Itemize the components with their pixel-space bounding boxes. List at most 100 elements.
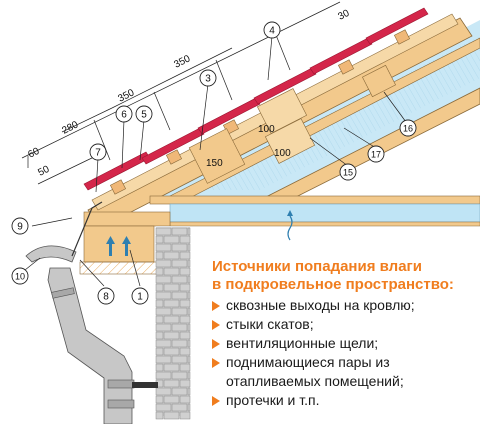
vapour-arrowhead bbox=[287, 210, 293, 216]
legend-item-text: сквозные выходы на кровлю; bbox=[226, 297, 415, 313]
brick bbox=[171, 387, 188, 396]
bullet-arrow-icon bbox=[212, 358, 220, 368]
callout-number: 5 bbox=[141, 110, 147, 121]
brick bbox=[171, 323, 188, 332]
block-150 bbox=[188, 128, 246, 184]
brick bbox=[171, 227, 188, 236]
brick bbox=[155, 299, 164, 308]
brick bbox=[163, 315, 180, 324]
brick bbox=[187, 307, 191, 316]
brick bbox=[155, 387, 172, 396]
gutter bbox=[25, 245, 77, 263]
callout-number: 16 bbox=[403, 124, 413, 134]
brick bbox=[179, 235, 191, 244]
legend-item-text: вентиляционные щели; bbox=[226, 335, 379, 351]
brick bbox=[187, 275, 191, 284]
brick bbox=[163, 331, 180, 340]
brick bbox=[179, 363, 191, 372]
brick bbox=[155, 323, 172, 332]
legend-item-text: отапливаемых помещений; bbox=[226, 373, 404, 389]
dim-label: 350 bbox=[172, 53, 192, 71]
brick bbox=[163, 235, 180, 244]
callout-circle bbox=[263, 21, 281, 39]
brick bbox=[179, 299, 191, 308]
dim-label: 100 bbox=[274, 148, 291, 159]
brick bbox=[155, 307, 172, 316]
ceiling-board bbox=[169, 203, 480, 223]
callout-number: 1 bbox=[137, 292, 143, 303]
ceiling-finish bbox=[169, 221, 480, 227]
dim-label: 100 bbox=[258, 124, 275, 135]
brick bbox=[155, 251, 164, 260]
brick bbox=[163, 267, 180, 276]
wall-plate bbox=[83, 225, 155, 263]
callout-circle bbox=[135, 105, 153, 123]
callout-number: 6 bbox=[121, 110, 127, 121]
moisture-sources-legend: Источники попадания влаги в подкровельно… bbox=[212, 258, 480, 410]
brick bbox=[155, 275, 172, 284]
brick bbox=[187, 227, 191, 236]
brick bbox=[155, 235, 164, 244]
dimension-lines bbox=[21, 1, 341, 185]
brick bbox=[155, 363, 164, 372]
block-100b bbox=[264, 118, 316, 164]
brick bbox=[163, 283, 180, 292]
bullet-arrow-icon bbox=[212, 339, 220, 349]
brick bbox=[163, 363, 180, 372]
callout-number: 10 bbox=[15, 272, 25, 282]
brick bbox=[179, 251, 191, 260]
brick bbox=[155, 347, 164, 356]
callout-circle bbox=[11, 267, 29, 285]
legend-item-text: стыки скатов; bbox=[226, 316, 314, 332]
legend-item: сквозные выходы на кровлю; bbox=[212, 296, 480, 315]
brick bbox=[187, 259, 191, 268]
brick bbox=[179, 395, 191, 404]
bullet-arrow-icon bbox=[212, 320, 220, 330]
brick bbox=[187, 243, 191, 252]
brick bbox=[187, 291, 191, 300]
brick bbox=[163, 395, 180, 404]
callout-number: 4 bbox=[269, 26, 275, 37]
brick bbox=[155, 283, 164, 292]
brick bbox=[155, 315, 164, 324]
brick bbox=[155, 403, 172, 412]
brick bbox=[155, 331, 164, 340]
legend-item: поднимающиеся пары из bbox=[212, 353, 480, 372]
brick bbox=[155, 371, 172, 380]
legend-title-line1: Источники попадания влаги bbox=[212, 258, 422, 275]
brick bbox=[163, 347, 180, 356]
callout-circle bbox=[199, 69, 217, 87]
callout-circle bbox=[89, 143, 107, 161]
callout-circle bbox=[367, 145, 385, 163]
block-100a bbox=[256, 88, 308, 134]
brick bbox=[163, 251, 180, 260]
brick bbox=[171, 339, 188, 348]
brick bbox=[179, 379, 191, 388]
block-16 bbox=[362, 64, 396, 98]
brick bbox=[163, 411, 180, 420]
bullet-arrow-icon bbox=[212, 396, 220, 406]
brick bbox=[155, 259, 172, 268]
brick bbox=[163, 379, 180, 388]
brick bbox=[155, 291, 172, 300]
brick bbox=[187, 323, 191, 332]
vent-arrows bbox=[106, 236, 131, 256]
brick bbox=[171, 275, 188, 284]
callout-circle bbox=[11, 217, 29, 235]
brick bbox=[179, 347, 191, 356]
brick bbox=[171, 355, 188, 364]
legend-item-text: протечки и т.п. bbox=[226, 392, 320, 408]
legend-list: сквозные выходы на кровлю; стыки скатов;… bbox=[212, 296, 480, 410]
roof-tiles bbox=[83, 7, 429, 191]
callout-number: 7 bbox=[95, 148, 101, 159]
downpipe-bands bbox=[51, 287, 135, 409]
brick bbox=[179, 283, 191, 292]
callout-number: 8 bbox=[103, 292, 109, 303]
brick bbox=[187, 403, 191, 412]
brick bbox=[163, 299, 180, 308]
dim-label: 30 bbox=[336, 8, 351, 23]
brick bbox=[171, 243, 188, 252]
callout-circle bbox=[115, 105, 133, 123]
legend-title-line2: в подкровельное пространство: bbox=[212, 276, 454, 293]
